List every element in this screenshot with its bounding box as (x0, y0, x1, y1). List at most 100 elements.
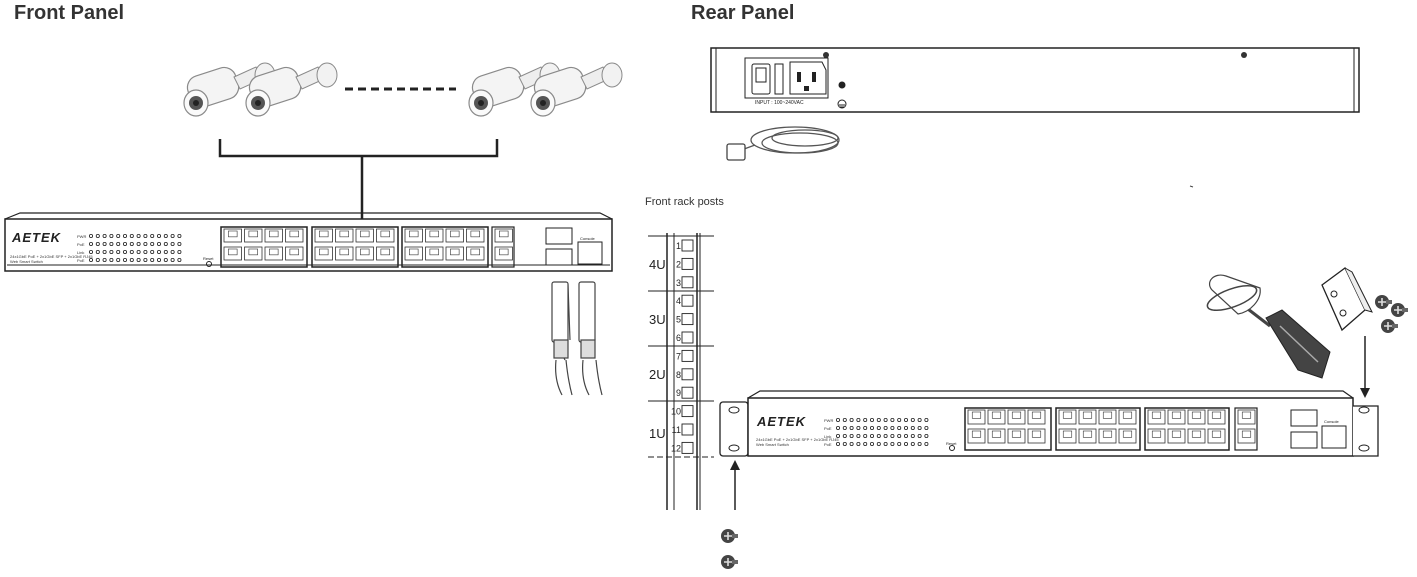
led-indicator (143, 257, 148, 262)
led-indicator (870, 433, 875, 438)
led-indicator (109, 249, 114, 254)
led-indicator (849, 433, 854, 438)
led-indicator (116, 241, 121, 246)
console-label: Console (1324, 419, 1339, 424)
rj45-port-socket (450, 230, 460, 238)
led-indicator (904, 441, 909, 446)
console-port (577, 241, 603, 265)
screw-icon (1380, 318, 1399, 334)
led-indicator (890, 425, 895, 430)
rack-hole (681, 423, 694, 436)
rj45-port-socket (1102, 430, 1113, 438)
rack-hole-number: 1 (676, 241, 681, 251)
led-indicator (170, 257, 175, 262)
led-label: PWR (824, 418, 833, 423)
led-indicator (116, 257, 121, 262)
led-indicator (842, 433, 847, 438)
rj45-port-socket (1151, 430, 1162, 438)
led-indicator (849, 417, 854, 422)
led-indicator (156, 233, 161, 238)
led-indicator (897, 417, 902, 422)
led-indicator (156, 257, 161, 262)
rj45-port-socket (1082, 411, 1093, 419)
switch-description: 24x1GbE PoE + 2x1GbE SFP + 2x1GbE RJ45 W… (10, 254, 93, 264)
arrow-icon (730, 336, 1370, 510)
led-indicator (95, 249, 100, 254)
rack-hole-number: 2 (676, 259, 681, 269)
led-label: PWR (77, 234, 86, 239)
led-indicator (109, 241, 114, 246)
led-indicator (863, 425, 868, 430)
led-indicator (917, 433, 922, 438)
led-indicator (897, 441, 902, 446)
led-indicator (102, 249, 107, 254)
front-panel-title: Front Panel (14, 2, 125, 24)
led-indicator (842, 441, 847, 446)
led-indicator (904, 425, 909, 430)
rj45-port-socket (499, 248, 509, 256)
rj45-port-socket (991, 430, 1002, 438)
rack-hole-number: 11 (672, 425, 681, 435)
front-switch (4, 212, 613, 272)
led-indicator (89, 257, 94, 262)
rack-switch (719, 390, 1379, 457)
rack-unit-label: 2U (649, 367, 666, 382)
led-indicator (883, 425, 888, 430)
rj45-port-socket (339, 230, 349, 238)
screw-icon (720, 554, 739, 570)
led-indicator (890, 433, 895, 438)
led-indicator (910, 425, 915, 430)
rack-hole-number: 6 (676, 333, 681, 343)
led-indicator (897, 425, 902, 430)
rj45-port-socket (429, 248, 439, 256)
rack-hole-number: 5 (676, 315, 681, 325)
led-indicator (89, 233, 94, 238)
led-indicator (910, 417, 915, 422)
rack-hole (681, 294, 694, 307)
led-indicator (89, 249, 94, 254)
led-indicator (917, 425, 922, 430)
led-indicator (163, 233, 168, 238)
brand-logo: AETEK (12, 230, 62, 245)
switch-description: 24x1GbE PoE + 2x1GbE SFP + 2x1GbE RJ45 W… (756, 437, 839, 447)
rj45-port-socket (1062, 430, 1073, 438)
led-label: PoE (824, 442, 832, 447)
rj45-port-socket (380, 230, 390, 238)
led-indicator (116, 249, 121, 254)
rj45-port-socket (269, 248, 279, 256)
led-indicator (129, 257, 134, 262)
led-indicator (170, 241, 175, 246)
led-indicator (116, 233, 121, 238)
rj45-port-socket (228, 248, 238, 256)
rj45-port-socket (360, 230, 370, 238)
led-indicator (897, 433, 902, 438)
rj45-port-socket (971, 430, 982, 438)
power-input-label: INPUT : 100~240VAC (755, 100, 804, 106)
led-indicator (136, 257, 141, 262)
led-indicator (95, 257, 100, 262)
ground-screw (838, 81, 846, 89)
led-indicator (95, 241, 100, 246)
rj45-port-socket (380, 248, 390, 256)
led-indicator (849, 441, 854, 446)
led-indicator (95, 233, 100, 238)
reset-label: Reset (946, 441, 957, 446)
led-indicator (177, 257, 182, 262)
led-indicator (904, 433, 909, 438)
led-indicator (129, 241, 134, 246)
rack-hole-number: 9 (676, 388, 681, 398)
led-indicator (876, 433, 881, 438)
console-label: Console (580, 236, 595, 241)
rj45-port-socket (971, 411, 982, 419)
rj45-port-socket (360, 248, 370, 256)
led-indicator (177, 249, 182, 254)
rack-posts (648, 233, 714, 510)
switch-description-line: Web Smart Switch (10, 259, 43, 264)
rack-hole (681, 405, 694, 418)
led-indicator (150, 233, 155, 238)
rack-hole (681, 368, 694, 381)
led-indicator (163, 241, 168, 246)
led-indicator (904, 417, 909, 422)
rj45-port-socket (1031, 411, 1042, 419)
